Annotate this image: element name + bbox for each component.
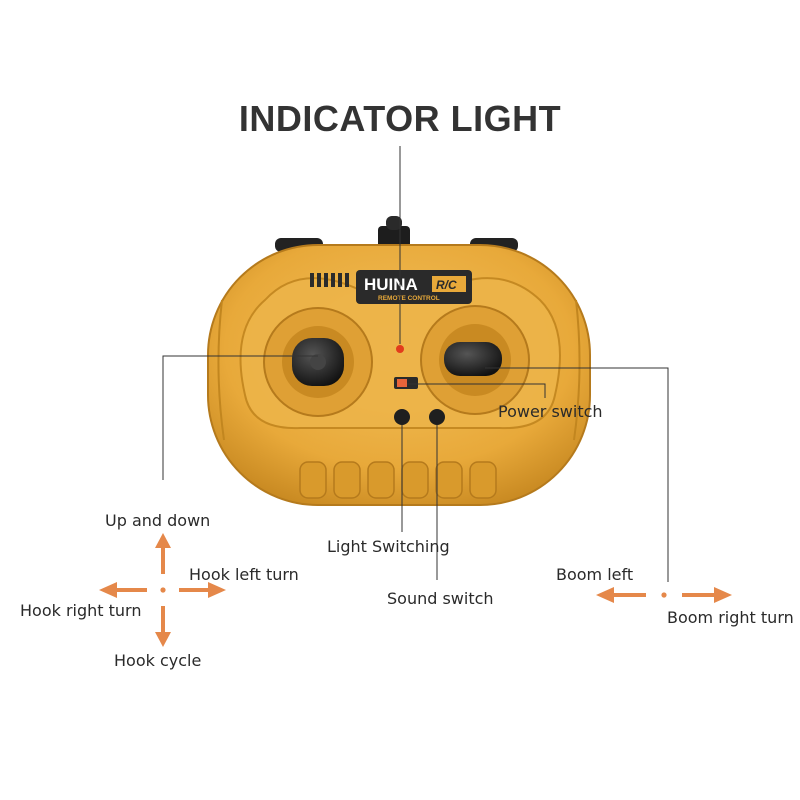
right-arrow-icon bbox=[208, 582, 226, 598]
hook-direction-cross bbox=[99, 533, 226, 647]
boom-direction-arrows bbox=[596, 587, 732, 603]
boom-left-label: Boom left bbox=[556, 565, 634, 584]
down-arrow-icon bbox=[155, 632, 171, 647]
brand-plate: HUINA R/C REMOTE CONTROL bbox=[356, 270, 472, 304]
boom-callout bbox=[485, 367, 669, 582]
up-arrow-icon bbox=[155, 533, 171, 548]
hook-left-turn-label: Hook left turn bbox=[189, 565, 299, 584]
left-joystick[interactable] bbox=[263, 307, 373, 417]
indicator-light-title: INDICATOR LIGHT bbox=[238, 98, 562, 139]
boom-right-arrow-icon bbox=[714, 587, 732, 603]
boom-left-arrow-icon bbox=[596, 587, 614, 603]
power-switch[interactable] bbox=[394, 377, 418, 389]
boom-right-turn-label: Boom right turn bbox=[667, 608, 794, 627]
power-switch-label: Power switch bbox=[498, 402, 603, 421]
sound-button[interactable] bbox=[429, 409, 445, 425]
right-joystick[interactable] bbox=[420, 305, 530, 415]
light-switching-label: Light Switching bbox=[327, 537, 450, 556]
hook-right-turn-label: Hook right turn bbox=[20, 601, 142, 620]
indicator-light bbox=[396, 345, 404, 353]
hook-cycle-label: Hook cycle bbox=[114, 651, 202, 670]
brand-badge: R/C bbox=[436, 278, 457, 292]
up-and-down-label: Up and down bbox=[105, 511, 211, 530]
sound-switch-label: Sound switch bbox=[387, 589, 494, 608]
callout-lines bbox=[162, 146, 669, 582]
left-arrow-icon bbox=[99, 582, 117, 598]
left-joystick-callout bbox=[162, 355, 318, 480]
light-button[interactable] bbox=[394, 409, 410, 425]
brand-name: HUINA bbox=[364, 275, 418, 294]
power-callout bbox=[407, 383, 546, 398]
brand-subtitle: REMOTE CONTROL bbox=[378, 295, 440, 302]
